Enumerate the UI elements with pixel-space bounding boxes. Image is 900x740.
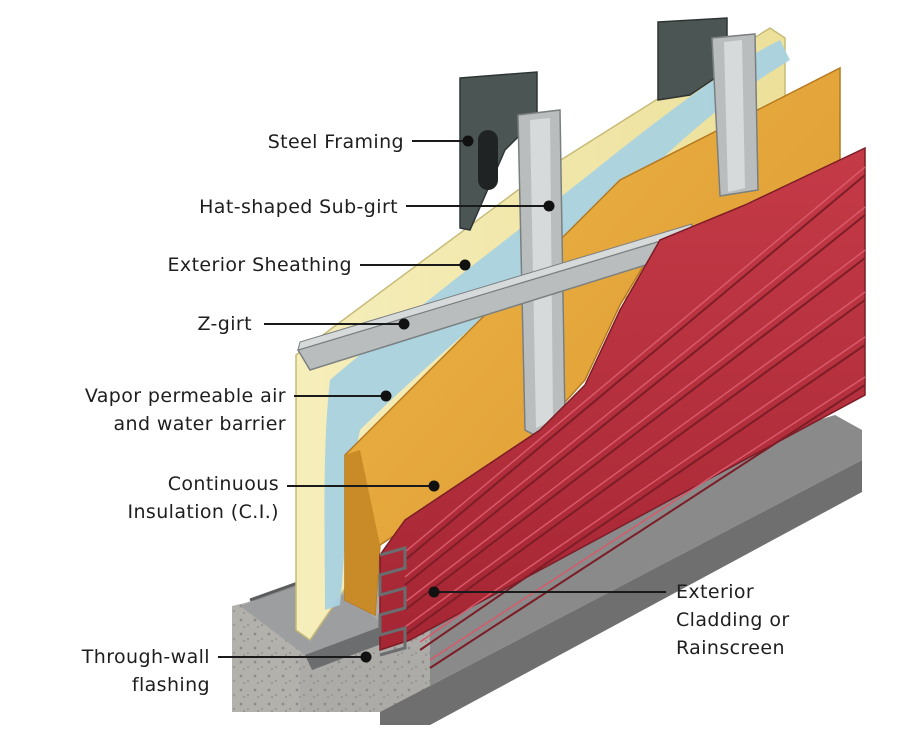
- leader-dot-steel-framing: [462, 135, 474, 147]
- cladding-rib-highlight-0: [404, 166, 866, 553]
- label-vapor-permeable-barrier: Vapor permeable air and water barrier: [84, 385, 286, 435]
- cladding-rib-0: [404, 174, 866, 561]
- cladding-rib-4: [419, 344, 866, 651]
- label-continuous-insulation: Continuous Insulation (C.I.): [127, 473, 279, 523]
- steel-framing-studs: [459, 17, 728, 231]
- cladding-rib-5: [429, 384, 866, 669]
- cladding-rib-2: [404, 257, 866, 611]
- label-through-wall-flashing: Through-wall flashing: [81, 646, 210, 696]
- cladding-rib-highlight-2: [404, 249, 866, 603]
- cladding-rib-highlight-3: [404, 291, 866, 628]
- leader-dot-z-girt: [398, 318, 410, 330]
- label-hat-shaped-sub-girt: Hat-shaped Sub-girt: [199, 196, 398, 218]
- label-exterior-sheathing: Exterior Sheathing: [167, 254, 352, 276]
- cladding-rib-3: [404, 299, 866, 636]
- cladding-end-profile: [378, 546, 407, 657]
- label-steel-framing: Steel Framing: [267, 131, 404, 153]
- cladding-rib-highlight-5: [429, 376, 866, 661]
- leader-dot-continuous-insulation: [428, 480, 440, 492]
- cladding-rib-highlight-1: [404, 206, 866, 578]
- leader-dot-vapor-barrier: [380, 390, 392, 402]
- cladding-rib-1: [404, 214, 866, 586]
- leader-dot-through-wall-flashing: [360, 651, 372, 663]
- cladding-rib-lines: [404, 166, 866, 669]
- callout-leaders: [218, 135, 666, 663]
- leader-dot-exterior-cladding: [428, 586, 440, 598]
- leader-dot-exterior-sheathing: [459, 259, 471, 271]
- leader-dot-hat-sub-girt: [543, 200, 555, 212]
- label-exterior-cladding: Exterior Cladding or Rainscreen: [676, 581, 790, 659]
- label-z-girt: Z-girt: [197, 313, 252, 335]
